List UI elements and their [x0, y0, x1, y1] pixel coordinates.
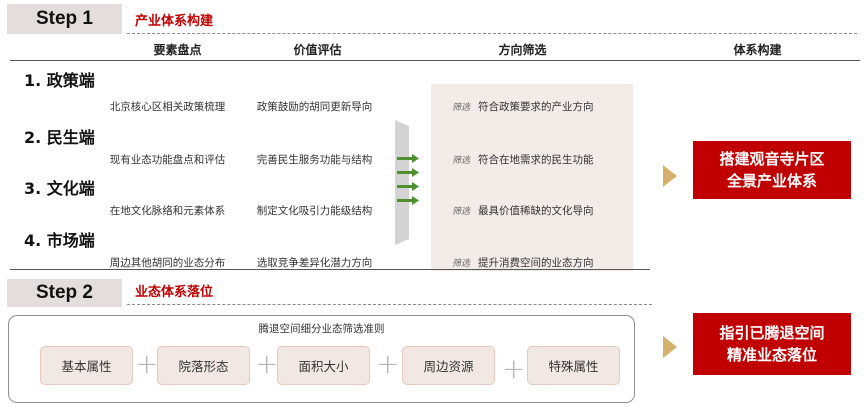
evaluation-livelihood: 完善民生服务功能与结构	[256, 154, 373, 166]
plus-icon: +	[255, 347, 279, 380]
criterion-surroundings: 周边资源	[402, 346, 495, 385]
filter-text: 提升消费空间的业态方向	[478, 257, 594, 269]
system-result-line2: 全景产业体系	[726, 172, 817, 190]
step1-label: Step 1	[7, 4, 122, 34]
green-arrows	[397, 154, 419, 205]
criterion-special: 特殊属性	[527, 346, 620, 385]
inventory-livelihood: 现有业态功能盘点和评估	[109, 154, 226, 166]
header-rule	[10, 60, 860, 61]
filter-policy: 筛选 符合政策要求的产业方向	[452, 99, 594, 114]
plus-icon: +	[135, 347, 159, 380]
filter-market: 筛选 提升消费空间的业态方向	[452, 255, 594, 270]
step1-title: 产业体系构建	[135, 14, 214, 29]
filter-tag: 筛选	[452, 156, 471, 166]
filter-tag: 筛选	[452, 103, 471, 113]
inventory-policy: 北京核心区相关政策梳理	[109, 101, 226, 113]
category-market: 4. 市场端	[24, 231, 95, 250]
filter-tag: 筛选	[452, 207, 471, 217]
filter-culture: 筛选 最具价值稀缺的文化导向	[452, 203, 594, 218]
header-system: 体系构建	[733, 43, 782, 57]
evaluation-culture: 制定文化吸引力能级结构	[256, 205, 373, 217]
green-arrow-group	[397, 154, 419, 205]
header-filter: 方向筛选	[498, 43, 547, 57]
placement-result-line2: 精准业态落位	[726, 346, 817, 364]
converge-arrow	[395, 120, 409, 245]
result-arrow-2	[663, 336, 677, 358]
system-result-line1: 搭建观音寺片区	[719, 150, 825, 168]
filter-tag: 筛选	[452, 259, 471, 269]
category-culture: 3. 文化端	[24, 179, 95, 198]
filter-panel	[431, 84, 633, 271]
step1-divider	[127, 33, 857, 34]
converge-arrow-shape	[395, 120, 409, 245]
criterion-area: 面积大小	[277, 346, 370, 385]
category-livelihood: 2. 民生端	[24, 128, 95, 147]
step2-label: Step 2	[7, 279, 122, 307]
criterion-courtyard: 院落形态	[157, 346, 250, 385]
placement-result-line1: 指引已腾退空间	[719, 324, 825, 342]
table-bottom-rule	[10, 269, 650, 270]
result-arrow-1	[663, 165, 677, 187]
filter-text: 最具价值稀缺的文化导向	[478, 205, 594, 217]
evaluation-market: 选取竞争差异化潜力方向	[256, 257, 373, 269]
category-policy: 1. 政策端	[24, 71, 95, 90]
system-result-box: 搭建观音寺片区 全景产业体系	[693, 141, 851, 199]
inventory-market: 周边其他胡同的业态分布	[109, 257, 226, 269]
criterion-basic: 基本属性	[40, 346, 133, 385]
plus-icon: +	[376, 347, 400, 380]
filter-text: 符合政策要求的产业方向	[478, 101, 594, 113]
inventory-culture: 在地文化脉络和元素体系	[109, 205, 226, 217]
placement-result-box: 指引已腾退空间 精准业态落位	[693, 313, 851, 375]
filter-livelihood: 筛选 符合在地需求的民生功能	[452, 152, 594, 167]
evaluation-policy: 政策鼓励的胡同更新导向	[256, 101, 373, 113]
filter-text: 符合在地需求的民生功能	[478, 154, 594, 166]
criteria-title: 腾退空间细分业态筛选准则	[258, 323, 385, 335]
plus-icon: +	[502, 352, 526, 385]
step2-title: 业态体系落位	[135, 285, 214, 300]
header-inventory: 要素盘点	[153, 43, 202, 57]
header-evaluation: 价值评估	[293, 43, 342, 57]
step2-divider	[127, 304, 652, 305]
